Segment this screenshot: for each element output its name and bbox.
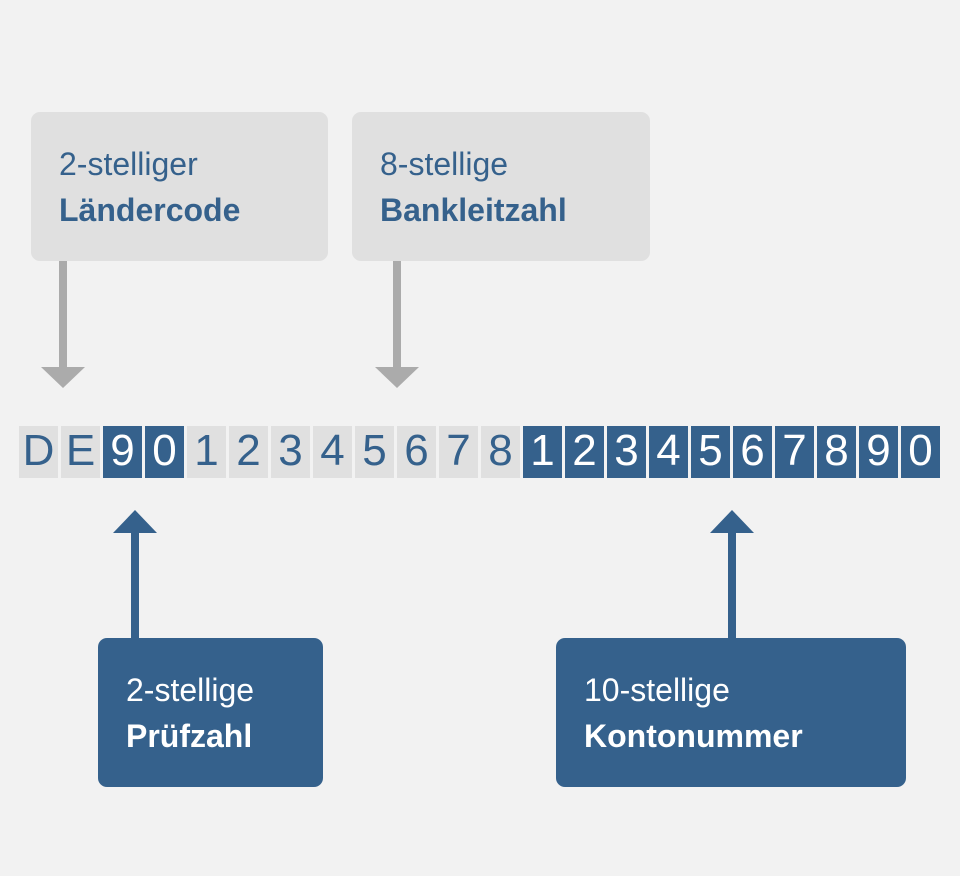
iban-cell-bankleitzahl: 6 [397,426,436,478]
iban-cell-kontonummer: 3 [607,426,646,478]
iban-cell-bankleitzahl: 5 [355,426,394,478]
label-pruefzahl-line2: Prüfzahl [126,717,253,754]
iban-cell-pruefzahl: 0 [145,426,184,478]
label-bankleitzahl-line2: Bankleitzahl [380,191,567,228]
arrow-up-pruefzahl-stem [131,531,139,638]
iban-cell-laendercode: E [61,426,100,478]
arrow-up-pruefzahl-head [113,510,157,533]
iban-cell-bankleitzahl: 3 [271,426,310,478]
iban-cell-kontonummer: 0 [901,426,940,478]
iban-cell-bankleitzahl: 2 [229,426,268,478]
iban-cell-kontonummer: 8 [817,426,856,478]
arrow-down-laendercode-head [41,367,85,388]
iban-cell-kontonummer: 5 [691,426,730,478]
arrow-down-bankleitzahl-head [375,367,419,388]
label-kontonummer-line1: 10-stellige [584,671,730,708]
iban-cell-bankleitzahl: 7 [439,426,478,478]
iban-cell-kontonummer: 7 [775,426,814,478]
iban-cell-kontonummer: 1 [523,426,562,478]
label-laendercode-line1: 2-stelliger [59,145,198,182]
iban-cell-bankleitzahl: 4 [313,426,352,478]
label-pruefzahl-line1: 2-stellige [126,671,255,708]
iban-cell-pruefzahl: 9 [103,426,142,478]
iban-cell-kontonummer: 2 [565,426,604,478]
label-kontonummer: 10-stellige Kontonummer [556,638,906,787]
arrow-down-laendercode-stem [59,261,67,369]
label-kontonummer-line2: Kontonummer [584,717,803,754]
label-bankleitzahl: 8-stellige Bankleitzahl [352,112,650,261]
iban-cell-kontonummer: 4 [649,426,688,478]
arrow-down-bankleitzahl-stem [393,261,401,369]
iban-cell-bankleitzahl: 8 [481,426,520,478]
arrow-up-kontonummer-stem [728,531,736,638]
label-pruefzahl: 2-stellige Prüfzahl [98,638,323,787]
label-bankleitzahl-line1: 8-stellige [380,145,509,182]
iban-cell-kontonummer: 6 [733,426,772,478]
iban-cell-kontonummer: 9 [859,426,898,478]
label-laendercode: 2-stelliger Ländercode [31,112,328,261]
iban-cell-bankleitzahl: 1 [187,426,226,478]
iban-cell-laendercode: D [19,426,58,478]
arrow-up-kontonummer-head [710,510,754,533]
label-laendercode-line2: Ländercode [59,191,241,228]
